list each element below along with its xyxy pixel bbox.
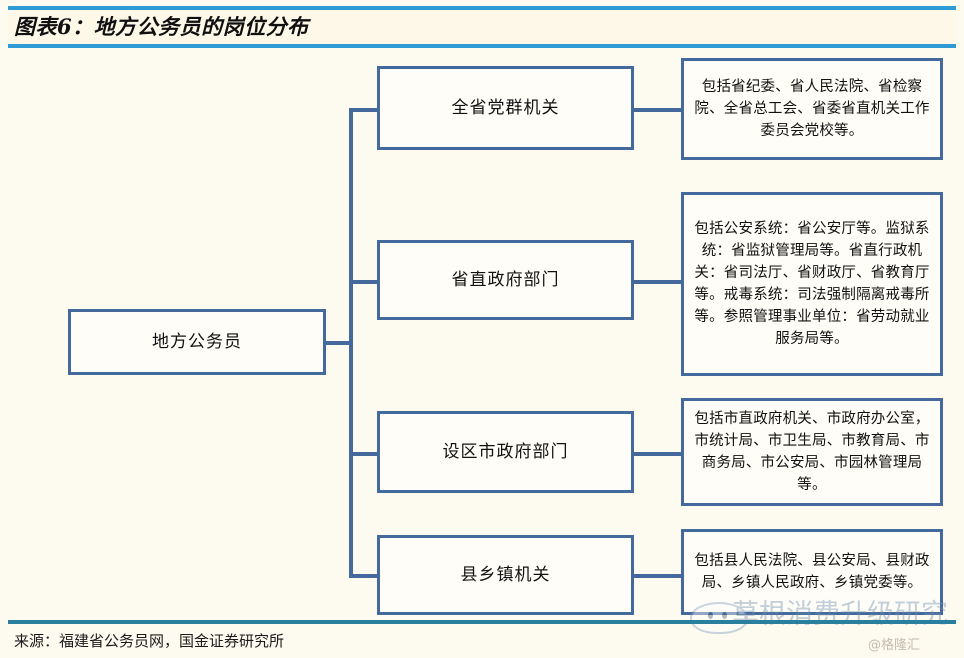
detail-box-1-text: 包括省纪委、省人民法院、省检察院、全省总工会、省委省直机关工作委员会党校等。: [694, 79, 930, 139]
header-rule-bottom: [8, 44, 956, 48]
node-branch-3[interactable]: 设区市政府部门: [377, 411, 634, 493]
detail-box-3[interactable]: 包括市直政府机关、市政府办公室，市统计局、市卫生局、市教育局、市商务局、市公安局…: [681, 398, 943, 506]
connector-detail-3: [633, 452, 681, 456]
source-rule: [8, 620, 956, 624]
connector-branch-1: [349, 108, 379, 112]
connector-detail-4: [633, 574, 681, 578]
watermark-signature: @格隆汇: [868, 638, 921, 653]
node-branch-1[interactable]: 全省党群机关: [377, 66, 634, 150]
connector-detail-1: [633, 108, 681, 112]
node-root-label: 地方公务员: [152, 332, 242, 352]
source-note: 来源：福建省公务员网，国金证券研究所: [14, 632, 285, 650]
connector-branch-4: [349, 574, 379, 578]
detail-box-2[interactable]: 包括公安系统：省公安厅等。监狱系统：省监狱管理局等。省直行政机关：省司法厅、省财…: [681, 192, 943, 376]
header-band: [8, 10, 956, 44]
connector-root-stub: [325, 341, 353, 345]
node-branch-3-label: 设区市政府部门: [442, 442, 569, 462]
node-branch-2[interactable]: 省直政府部门: [377, 240, 634, 320]
detail-box-1[interactable]: 包括省纪委、省人民法院、省检察院、全省总工会、省委省直机关工作委员会党校等。: [681, 58, 943, 160]
connector-branch-2: [349, 280, 379, 284]
detail-box-3-text: 包括市直政府机关、市政府办公室，市统计局、市卫生局、市教育局、市商务局、市公安局…: [694, 411, 930, 493]
detail-box-2-text: 包括公安系统：省公安厅等。监狱系统：省监狱管理局等。省直行政机关：省司法厅、省财…: [694, 221, 930, 347]
node-branch-4[interactable]: 县乡镇机关: [377, 535, 634, 615]
header-rule-top: [8, 6, 956, 10]
detail-box-4-text: 包括县人民法院、县公安局、县财政局、乡镇人民政府、乡镇党委等。: [694, 553, 930, 591]
connector-detail-2: [633, 280, 681, 284]
node-branch-4-label: 县乡镇机关: [460, 565, 551, 585]
connector-branch-3: [349, 452, 379, 456]
page-title: 图表6：地方公务员的岗位分布: [14, 14, 309, 39]
connector-trunk: [349, 110, 353, 576]
detail-box-4[interactable]: 包括县人民法院、县公安局、县财政局、乡镇人民政府、乡镇党委等。: [681, 529, 943, 615]
node-branch-1-label: 全省党群机关: [451, 98, 560, 118]
node-root[interactable]: 地方公务员: [68, 309, 326, 375]
node-branch-2-label: 省直政府部门: [451, 270, 560, 290]
